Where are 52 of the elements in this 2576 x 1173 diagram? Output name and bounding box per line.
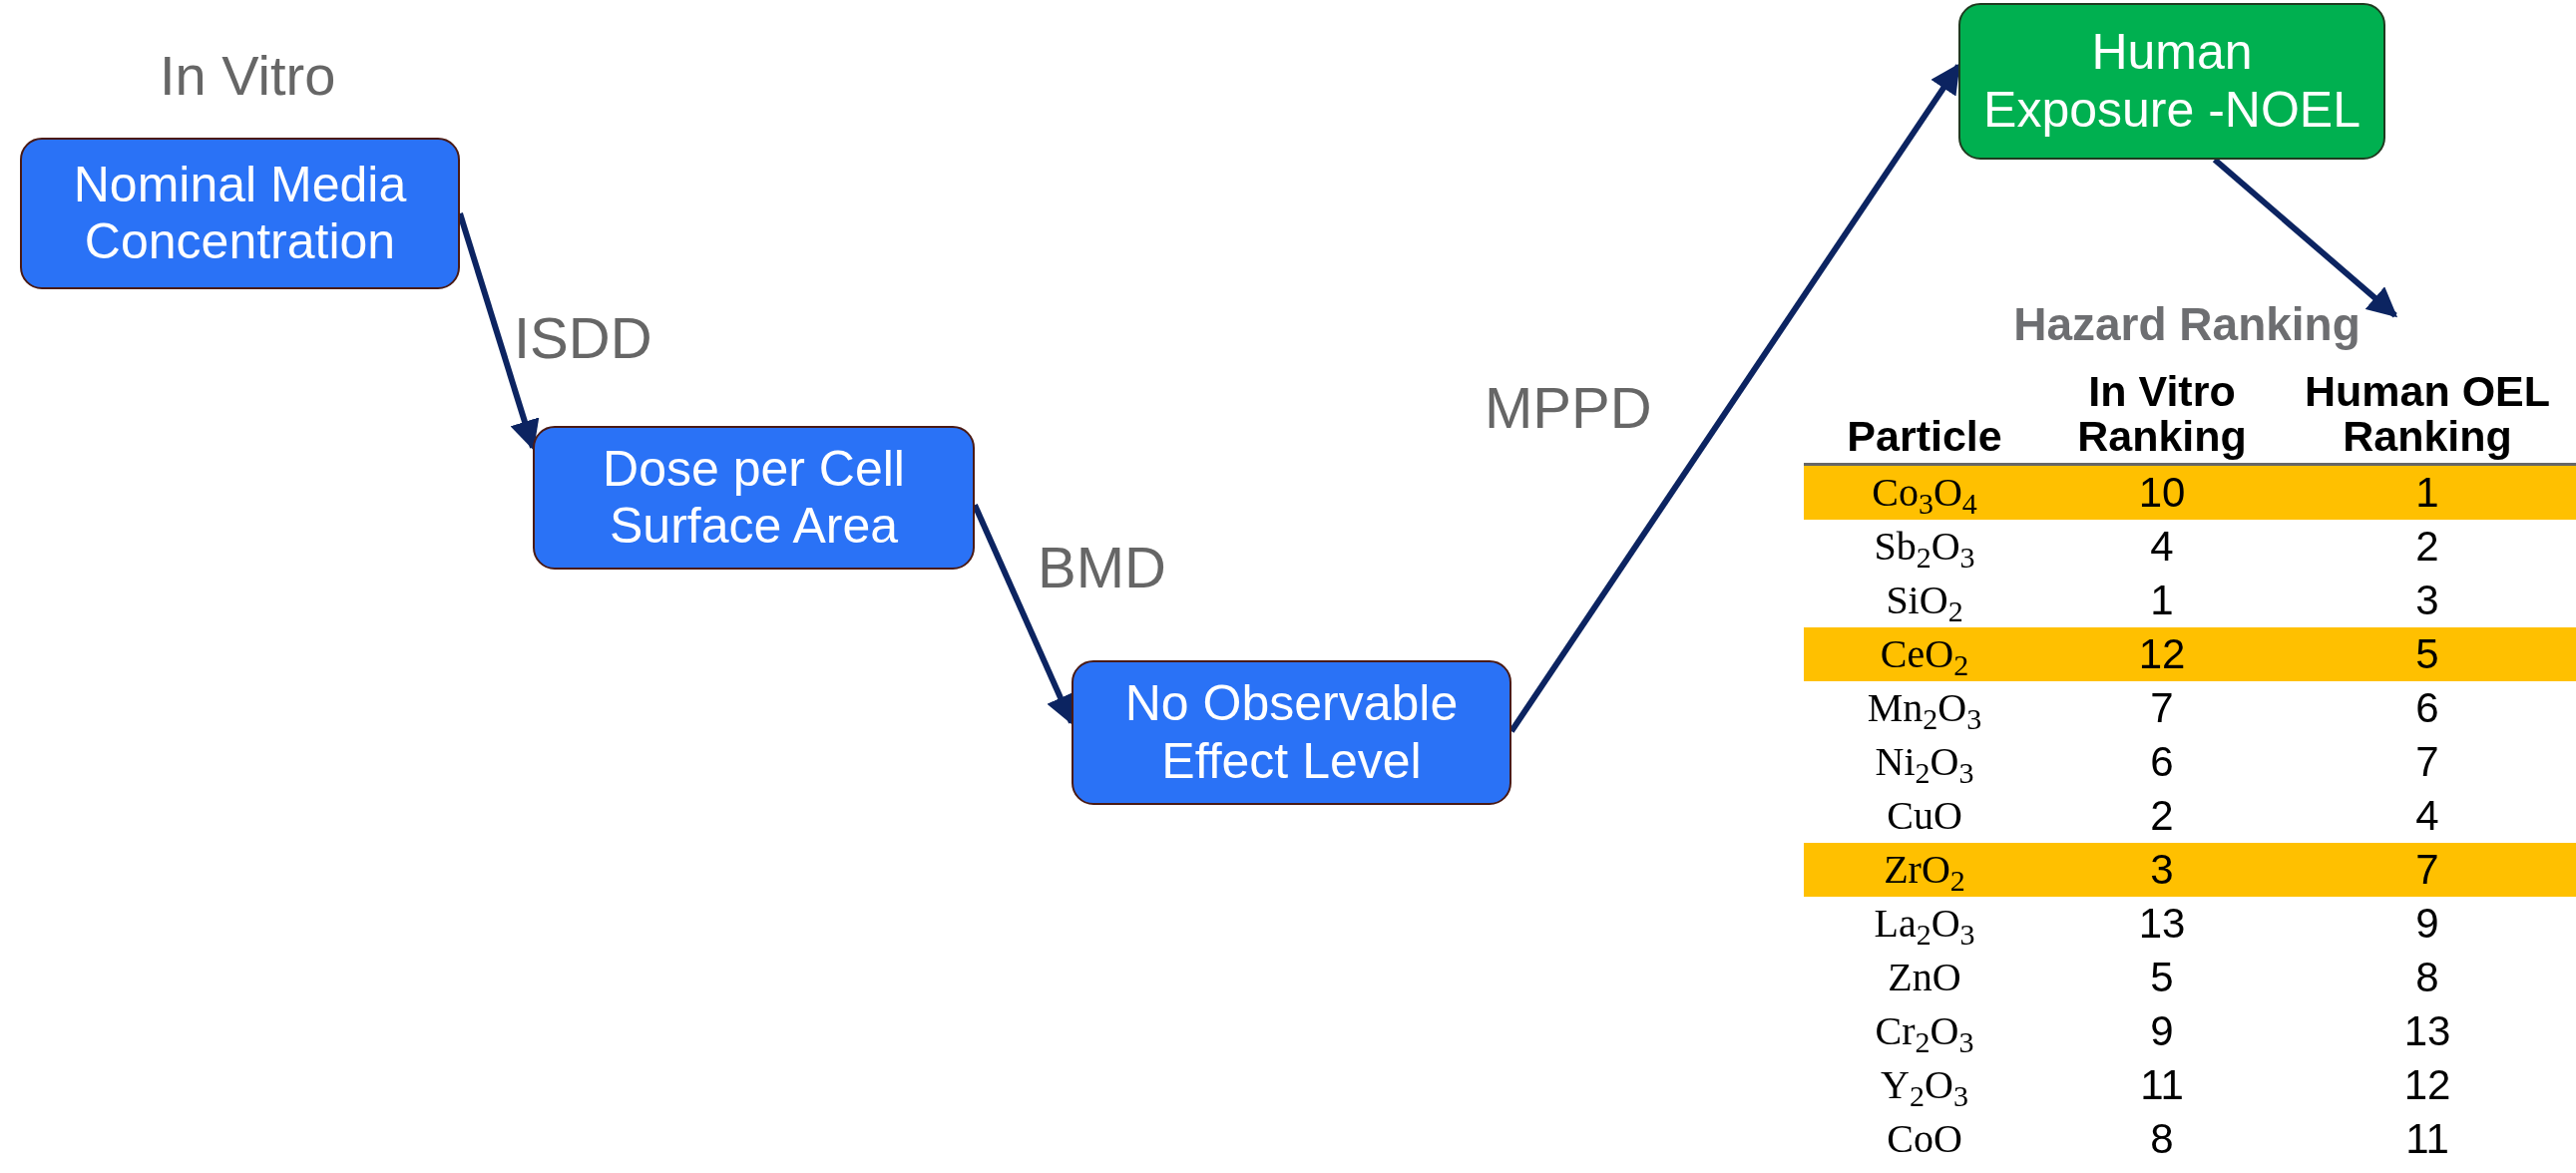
rank-value: 6 (2149, 741, 2175, 783)
particle-formula: Sb$_{2}$O$_{3}$ (1873, 527, 1976, 567)
particle-formula: CeO$_{2}$ (1879, 634, 1970, 674)
particle-formula: ZrO$_{2}$ (1883, 850, 1966, 890)
edge-label: ISDD (514, 309, 652, 367)
rank-value: 2 (2414, 526, 2440, 568)
rank-value: 8 (2149, 1118, 2175, 1160)
rank-value: 11 (2139, 1064, 2185, 1106)
process-box: Nominal Media Concentration (20, 138, 460, 289)
particle-formula: ZnO (1887, 958, 1962, 997)
particle-formula: Mn$_{2}$O$_{3}$ (1866, 688, 1983, 728)
rank-value: 1 (2149, 580, 2175, 621)
rank-value: 13 (2402, 1010, 2452, 1052)
table-title: Hazard Ranking (2007, 295, 2366, 353)
rank-value: 12 (2137, 633, 2187, 675)
rank-value: 13 (2137, 903, 2187, 945)
particle-formula: SiO$_{2}$ (1885, 581, 1964, 620)
rank-value: 12 (2402, 1064, 2452, 1106)
particle-formula: CoO (1886, 1119, 1963, 1159)
rank-value: 9 (2149, 1010, 2175, 1052)
process-box: Human Exposure -NOEL (1958, 3, 2385, 160)
particle-formula: Cr$_{2}$O$_{3}$ (1874, 1011, 1975, 1051)
process-box: Dose per Cell Surface Area (533, 426, 975, 570)
particle-formula: CuO (1886, 796, 1963, 836)
rank-value: 3 (2414, 580, 2440, 621)
arrow (2212, 157, 2398, 318)
rank-value: 4 (2414, 795, 2440, 837)
particle-formula: Y$_{2}$O$_{3}$ (1880, 1065, 1969, 1105)
rank-value: 11 (2404, 1118, 2450, 1160)
rank-value: 5 (2414, 633, 2440, 675)
particle-formula: Co$_{3}$O$_{4}$ (1871, 473, 1978, 513)
column-header: Particle (1846, 414, 2003, 460)
rank-value: 7 (2414, 741, 2440, 783)
column-header: In Vitro Ranking (2076, 369, 2248, 460)
rank-value: 5 (2149, 957, 2175, 998)
rank-value: 6 (2414, 687, 2440, 729)
edge-label: BMD (1038, 539, 1166, 596)
column-header: Human OEL Ranking (2303, 369, 2552, 460)
rank-value: 1 (2414, 472, 2440, 514)
rank-value: 4 (2149, 526, 2175, 568)
rank-value: 7 (2414, 849, 2440, 891)
rank-value: 10 (2137, 472, 2187, 514)
particle-formula: La$_{2}$O$_{3}$ (1873, 904, 1976, 944)
edge-label: MPPD (1485, 379, 1652, 437)
rank-value: 2 (2149, 795, 2175, 837)
process-box: No Observable Effect Level (1072, 660, 1511, 805)
rank-value: 7 (2149, 687, 2175, 729)
particle-formula: Ni$_{2}$O$_{3}$ (1874, 742, 1975, 782)
section-heading: In Vitro (160, 48, 336, 104)
rank-value: 9 (2414, 903, 2440, 945)
rank-value: 3 (2149, 849, 2175, 891)
rank-value: 8 (2414, 957, 2440, 998)
